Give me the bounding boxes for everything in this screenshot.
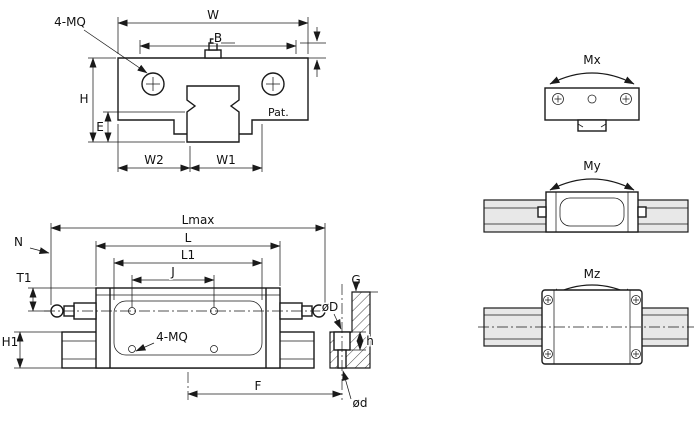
- dim-label-t1: T1: [16, 271, 32, 285]
- rail-notch-line: [577, 123, 584, 128]
- rail-section: G øD h F ød: [187, 272, 378, 412]
- screw-icon: [543, 295, 553, 305]
- callout-4mq-side: 4-MQ: [156, 330, 188, 344]
- carriage-cavity: [113, 300, 263, 356]
- dim-label-lmax: Lmax: [182, 213, 215, 227]
- screw-icon: [631, 349, 641, 359]
- dim-label-h-depth: h: [366, 334, 374, 348]
- callout-4mq-front: 4-MQ: [54, 15, 86, 29]
- dim-label-w2: W2: [144, 153, 164, 167]
- leader-line-4mq: [83, 29, 148, 74]
- leader-line-n: [29, 247, 50, 254]
- rail-notch-line: [600, 123, 607, 128]
- mounting-hole: [210, 345, 218, 353]
- front-view: W B 4-MQ H E W2 W1 Pat.: [53, 7, 326, 172]
- moment-arrow-mx: [549, 72, 635, 85]
- carriage-side: [95, 287, 281, 369]
- mini-rail-front: [577, 119, 607, 132]
- pat-marking: Pat.: [268, 106, 289, 119]
- nipple-stub: [537, 206, 547, 218]
- dim-label-phi-d-bottom: ød: [353, 396, 368, 410]
- dim-label-j: J: [170, 265, 175, 279]
- moment-view-mz: Mz: [478, 266, 694, 365]
- moment-view-my: My: [483, 158, 689, 233]
- grease-nipple-base: [204, 49, 222, 59]
- dim-label-n: N: [14, 235, 23, 249]
- dim-label-b: B: [214, 31, 222, 45]
- moment-arrow-my: [549, 178, 635, 191]
- screw-icon: [552, 93, 564, 105]
- side-view: Lmax L L1 J N T1 H1 4-MQ: [0, 212, 378, 412]
- screw-icon: [620, 93, 632, 105]
- dim-label-w1: W1: [216, 153, 236, 167]
- dim-label-w: W: [207, 8, 219, 22]
- carriage-cavity: [559, 197, 625, 227]
- moment-view-mx: Mx: [544, 52, 640, 132]
- dim-label-f: F: [255, 379, 262, 393]
- leader-line-phi-d-small: [342, 370, 352, 400]
- grease-hole-icon: [587, 94, 597, 104]
- nipple-stub: [637, 206, 647, 218]
- dim-label-phi-d-top: øD: [322, 300, 339, 314]
- dim-label-h: H: [79, 92, 88, 106]
- rail-cross-section: [186, 85, 240, 143]
- moment-label-mx: Mx: [583, 53, 600, 67]
- screw-icon: [543, 349, 553, 359]
- leader-line-phi-d: [333, 313, 342, 330]
- moment-label-my: My: [583, 159, 600, 173]
- dim-label-g: G: [351, 273, 360, 287]
- mounting-hole: [128, 345, 136, 353]
- dim-label-e: E: [96, 120, 104, 134]
- dim-label-l1: L1: [181, 248, 195, 262]
- leader-line-4mq: [135, 342, 155, 352]
- moment-label-mz: Mz: [584, 267, 601, 281]
- dim-label-l: L: [185, 231, 192, 245]
- dim-label-h1: H1: [2, 335, 19, 349]
- mini-block-front: [544, 87, 640, 121]
- screw-icon: [631, 295, 641, 305]
